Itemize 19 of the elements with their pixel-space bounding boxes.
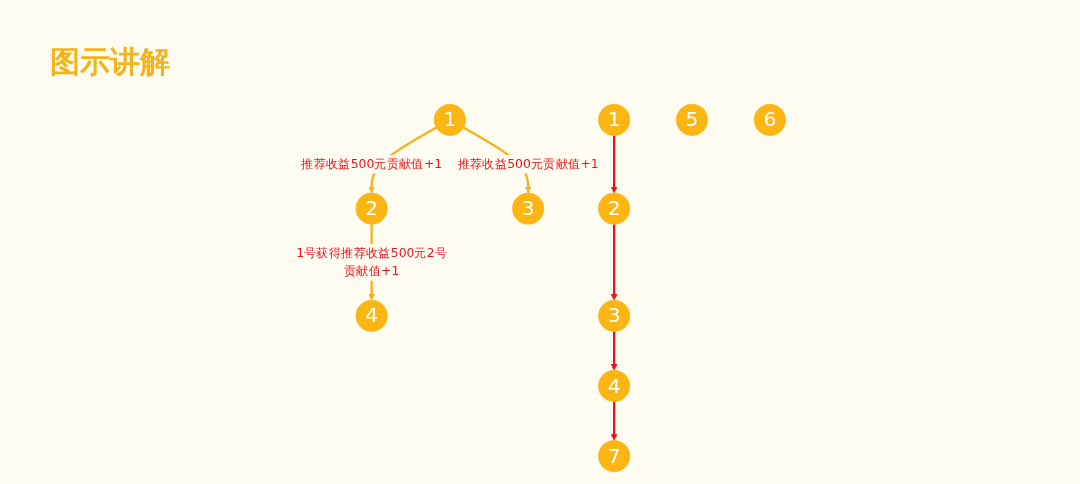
node-circle: 7 [598, 439, 631, 472]
edge-label: 推荐收益500元贡献值+1 [301, 156, 443, 171]
node-circle: 4 [355, 299, 388, 332]
node-circle: 3 [598, 299, 631, 332]
edge-label: 1号获得推荐收益500元2号贡献值+1 [296, 244, 448, 278]
arrow [610, 401, 618, 441]
edge-label: 推荐收益500元贡献值+1 [457, 156, 599, 171]
arrow [610, 331, 618, 371]
node-circle: 1 [433, 103, 467, 136]
node-circle: 6 [753, 103, 787, 136]
node-circle: 2 [355, 192, 388, 225]
node-circle: 4 [598, 369, 631, 402]
arrow [610, 223, 618, 300]
node-circle: 1 [598, 103, 631, 136]
arrow [610, 135, 618, 193]
node-circle: 3 [512, 192, 545, 225]
node-circle: 5 [676, 103, 709, 136]
diagram-title: 图示讲解 [50, 43, 170, 81]
node-circle: 2 [598, 192, 631, 225]
